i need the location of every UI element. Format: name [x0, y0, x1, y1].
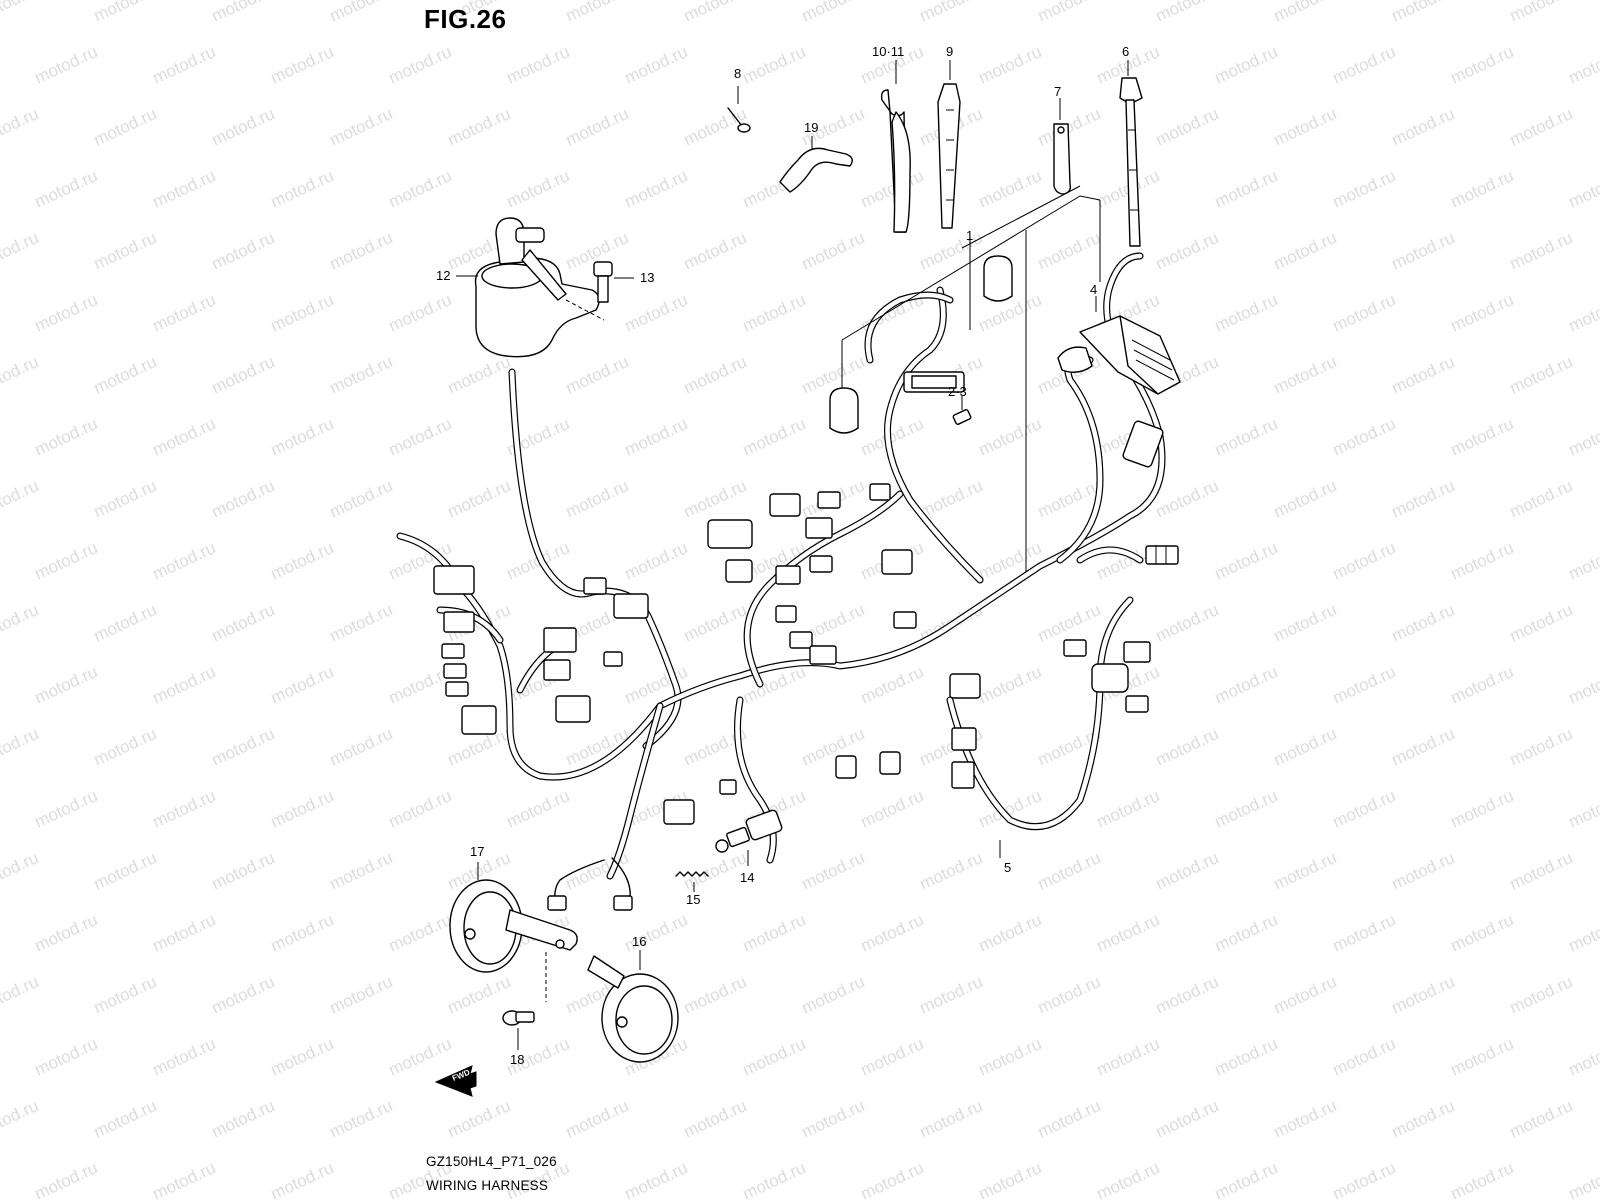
callout-1: 1	[966, 228, 973, 243]
horn-leads	[547, 857, 633, 911]
callout-14: 14	[740, 870, 754, 885]
fuse-holder	[903, 371, 965, 393]
diagram-code: GZ150HL4_P71_026	[426, 1154, 557, 1169]
clamp-part-19	[779, 147, 853, 193]
callout-16: 16	[632, 934, 646, 949]
screw-part-8	[727, 107, 751, 133]
callout-12: 12	[436, 268, 450, 283]
callout-18: 18	[510, 1052, 524, 1067]
tie-strap-part-9	[937, 83, 961, 229]
connector-cluster-lower	[663, 639, 1151, 825]
bolt-part-18	[502, 1010, 535, 1026]
connector-cluster-left	[433, 565, 649, 735]
callout-4: 4	[1090, 282, 1097, 297]
callout-9: 9	[946, 44, 953, 59]
horn-part-17	[449, 879, 578, 973]
callout-7: 7	[1054, 84, 1061, 99]
horn-part-16	[587, 955, 679, 1063]
tie-strap-part-6	[1119, 77, 1143, 247]
diagram-caption: WIRING HARNESS	[426, 1178, 549, 1193]
rubber-cap-lower	[829, 387, 859, 434]
connector-right-upper	[1122, 420, 1164, 468]
spring-part-15	[675, 871, 709, 877]
callout-17: 17	[470, 844, 484, 859]
clip-part-7	[1053, 123, 1072, 195]
screw-part-13	[593, 261, 613, 303]
callout-13: 13	[640, 270, 654, 285]
callout-8: 8	[734, 66, 741, 81]
ignition-switch-part-12	[474, 217, 600, 358]
callout-19: 19	[804, 120, 818, 135]
connector-part-4	[1057, 315, 1181, 395]
connector-right-mid	[1145, 545, 1179, 565]
callout-15: 15	[686, 892, 700, 907]
connector-cluster-upper	[707, 483, 917, 665]
switch-part-14	[715, 809, 783, 853]
fuse-part-2-3	[952, 409, 972, 425]
callout-6: 6	[1122, 44, 1129, 59]
figure-title: FIG.26	[424, 4, 507, 34]
callout-5: 5	[1004, 860, 1011, 875]
callout-10-11: 10·11	[872, 44, 904, 59]
callout-2-3: 2·3	[948, 384, 967, 399]
band-part-10-11	[880, 89, 911, 233]
rubber-cap-upper	[983, 255, 1013, 302]
fwd-arrow-icon	[434, 1065, 477, 1097]
